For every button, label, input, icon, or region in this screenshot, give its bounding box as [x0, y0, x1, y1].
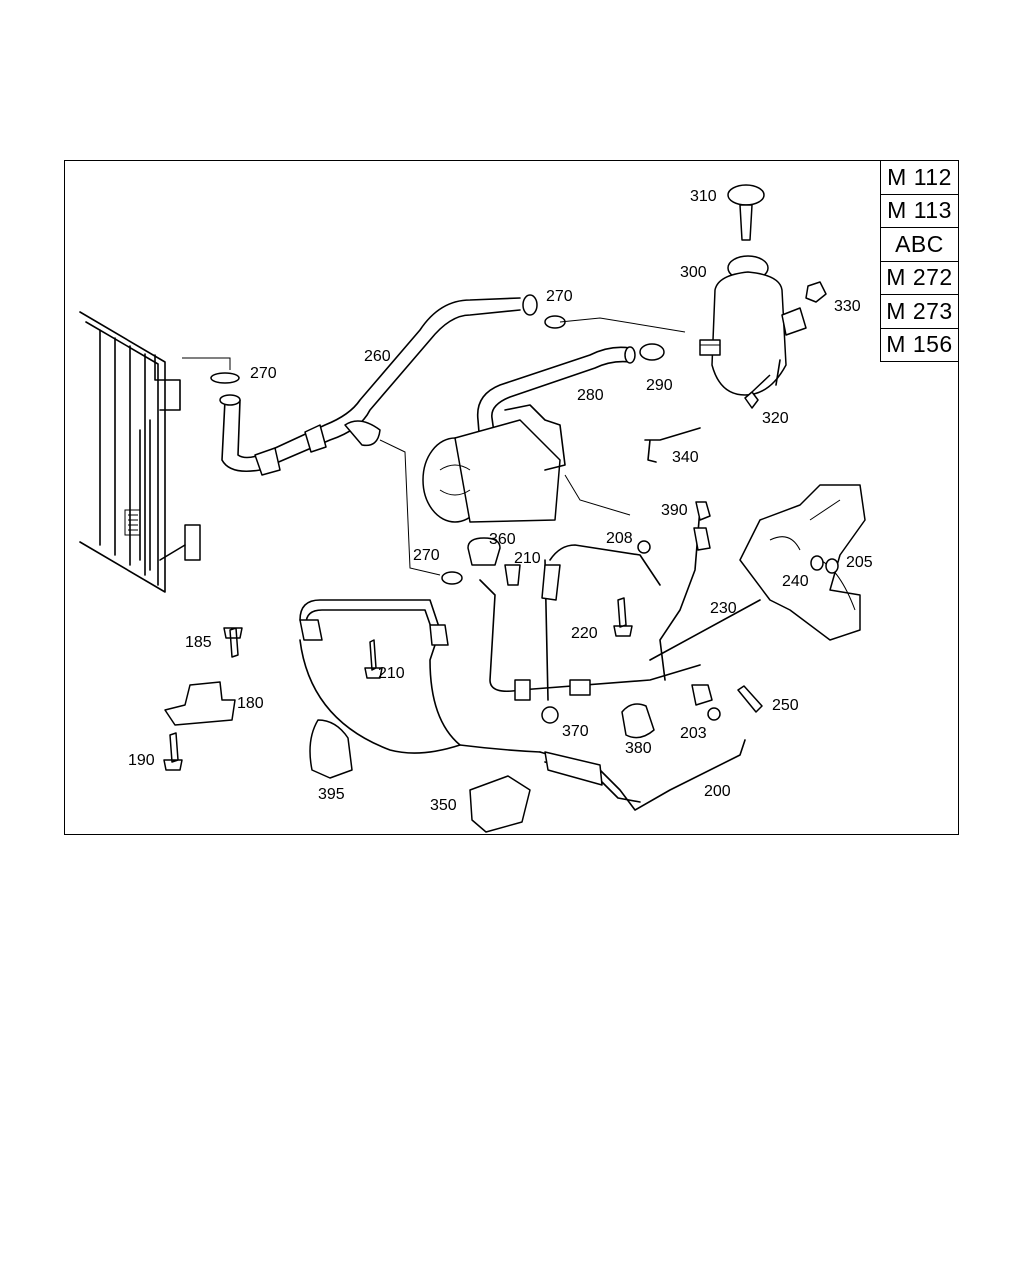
- callout-350: 350: [430, 797, 457, 814]
- sensor-350: [469, 775, 531, 833]
- clip-360: [467, 537, 501, 566]
- callout-290: 290: [646, 377, 673, 394]
- seal-208: [637, 540, 651, 554]
- callout-280: 280: [577, 387, 604, 404]
- bolt-220: [613, 597, 633, 637]
- nut-370: [541, 706, 559, 724]
- callout-270: 270: [250, 365, 277, 382]
- callout-270: 270: [413, 547, 440, 564]
- bracket-340: [644, 427, 701, 463]
- callout-190: 190: [128, 752, 155, 769]
- callout-300: 300: [680, 264, 707, 281]
- line-230: [659, 507, 701, 681]
- callout-210: 210: [514, 550, 541, 567]
- callout-260: 260: [364, 348, 391, 365]
- bolt-185: [223, 627, 243, 658]
- callout-203: 203: [680, 725, 707, 742]
- callout-210: 210: [378, 665, 405, 682]
- nut-330: [805, 281, 827, 303]
- steering-gear: [649, 484, 866, 661]
- callout-208: 208: [606, 530, 633, 547]
- bolt-210: [504, 564, 521, 586]
- callout-390: 390: [661, 502, 688, 519]
- hose-clamp-270: [441, 571, 463, 585]
- callout-270: 270: [546, 288, 573, 305]
- hose-clamp-290: [639, 343, 665, 361]
- bolt-250: [737, 685, 763, 713]
- callout-360: 360: [489, 531, 516, 548]
- diagram-frame: [64, 160, 959, 835]
- bolt-210: [364, 639, 383, 679]
- reservoir: [699, 255, 807, 396]
- steering-pump: [422, 404, 566, 523]
- callout-185: 185: [185, 634, 212, 651]
- bolt-190: [163, 732, 183, 771]
- engine-code-m113: M 113: [881, 195, 958, 228]
- callout-310: 310: [690, 188, 717, 205]
- clip-395: [309, 719, 353, 779]
- callout-320: 320: [762, 410, 789, 427]
- callout-200: 200: [704, 783, 731, 800]
- engine-code-abc: ABC: [881, 228, 958, 262]
- bracket-180: [164, 681, 236, 726]
- reservoir-cap: [727, 184, 765, 241]
- callout-330: 330: [834, 298, 861, 315]
- callout-380: 380: [625, 740, 652, 757]
- leader-lines: [182, 317, 720, 576]
- callout-220: 220: [571, 625, 598, 642]
- bolt-320: [744, 374, 771, 409]
- clip-390: [693, 501, 711, 551]
- callout-370: 370: [562, 723, 589, 740]
- engine-code-m272: M 272: [881, 262, 958, 295]
- callout-205: 205: [846, 554, 873, 571]
- callout-250: 250: [772, 697, 799, 714]
- callout-395: 395: [318, 786, 345, 803]
- oil-cooler: [79, 311, 201, 593]
- callout-240: 240: [782, 573, 809, 590]
- engine-code-m273: M 273: [881, 295, 958, 329]
- hose-clamp-270: [210, 372, 240, 384]
- hose-260: [219, 294, 538, 476]
- engine-code-table: M 112 M 113 ABC M 272 M 273 M 156: [880, 160, 959, 362]
- engine-code-m112: M 112: [881, 161, 958, 195]
- callout-230: 230: [710, 600, 737, 617]
- engine-code-m156: M 156: [886, 331, 953, 358]
- callout-180: 180: [237, 695, 264, 712]
- seal-203: [691, 684, 713, 706]
- grommet-380: [621, 703, 655, 739]
- hose-280: [476, 346, 636, 446]
- pressure-lines: [299, 544, 746, 811]
- callout-340: 340: [672, 449, 699, 466]
- seal-203: [707, 707, 721, 721]
